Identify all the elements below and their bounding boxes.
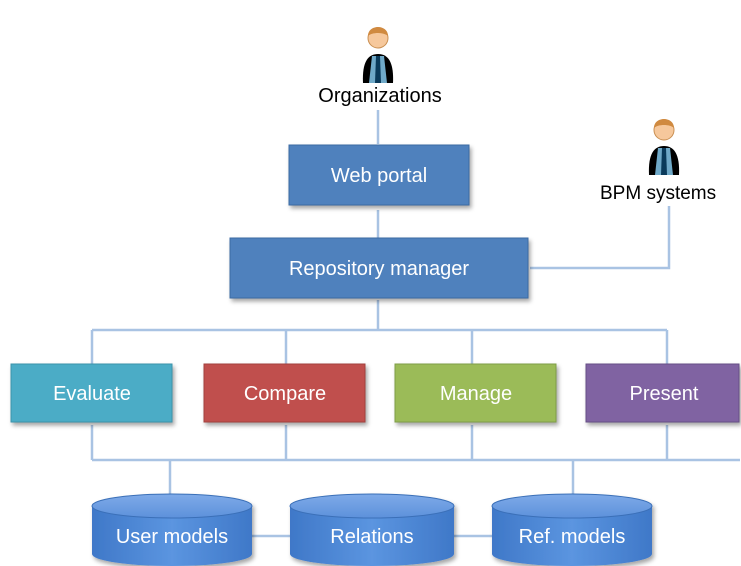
present-label: Present [630, 383, 699, 405]
manage-box [394, 363, 557, 423]
user-models-label: User models [116, 526, 228, 548]
person-icon [362, 27, 394, 83]
ref-models-label: Ref. models [519, 526, 626, 548]
compare-label: Compare [244, 383, 326, 405]
ref-models-store [491, 493, 653, 566]
user-models-store [91, 493, 253, 566]
connector-bpm-repo [530, 206, 671, 270]
compare-box [203, 363, 366, 423]
bpm-systems-label: BPM systems [600, 183, 716, 204]
connectors [90, 110, 740, 538]
bpm-systems-actor [648, 119, 680, 175]
person-icon [648, 119, 680, 175]
web-portal-label: Web portal [331, 165, 427, 187]
manage-label: Manage [440, 383, 512, 405]
web-portal-box [288, 144, 470, 206]
present-box [585, 363, 740, 423]
relations-store [289, 493, 455, 566]
evaluate-label: Evaluate [53, 383, 131, 405]
evaluate-box [10, 363, 173, 423]
organizations-actor [362, 27, 394, 83]
relations-label: Relations [330, 526, 413, 548]
repository-manager-box [229, 237, 529, 299]
organizations-label: Organizations [318, 85, 441, 107]
repository-manager-label: Repository manager [289, 258, 469, 280]
